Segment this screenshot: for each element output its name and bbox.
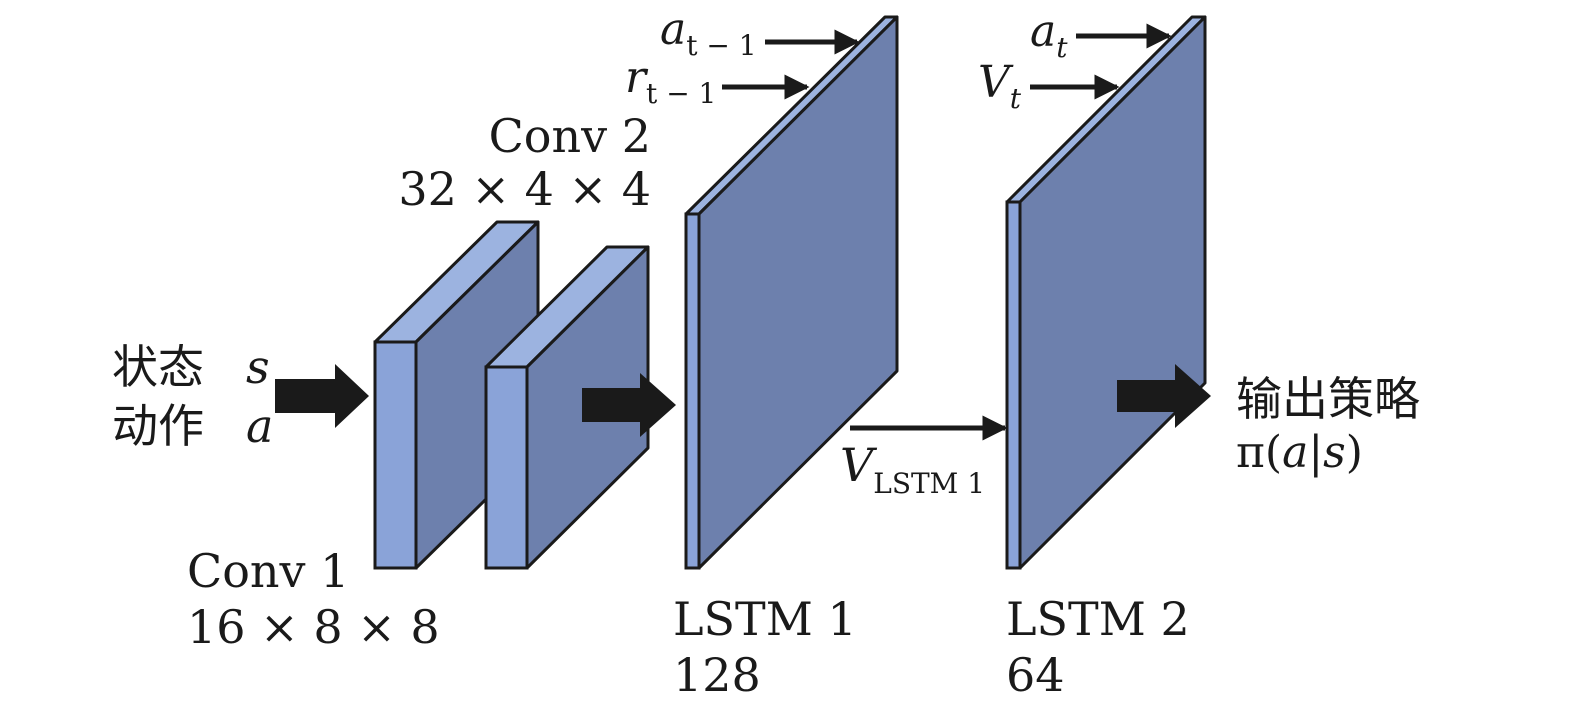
lstm2-size: 64 bbox=[1006, 648, 1065, 702]
a-t-label: at bbox=[1030, 6, 1068, 64]
input-state-symbol: s bbox=[246, 340, 270, 394]
conv-to-lstm-arrow-icon bbox=[582, 373, 676, 437]
input-state-label: 状态 bbox=[112, 340, 204, 394]
output-policy-formula: π(a|s) bbox=[1236, 427, 1363, 478]
lstm2-name: LSTM 2 bbox=[1006, 592, 1190, 646]
input-arrow-icon bbox=[275, 364, 369, 428]
lstm1-name: LSTM 1 bbox=[673, 592, 857, 646]
conv2-name: Conv 2 bbox=[489, 109, 651, 163]
input-action-label: 动作 bbox=[112, 399, 204, 453]
output-arrow-icon bbox=[1117, 364, 1211, 428]
a-prev-label: at − 1 bbox=[660, 4, 757, 62]
input-action-symbol: a bbox=[246, 399, 273, 453]
conv1-name: Conv 1 bbox=[187, 544, 349, 598]
conv1-block bbox=[373, 220, 540, 570]
conv1-dims: 16 × 8 × 8 bbox=[187, 600, 440, 654]
output-policy-label: 输出策略 bbox=[1236, 372, 1420, 426]
r-prev-label: rt − 1 bbox=[625, 52, 716, 110]
lstm1-block bbox=[684, 15, 899, 570]
lstm-link-label: VLSTM 1 bbox=[840, 438, 985, 500]
lstm1-size: 128 bbox=[673, 648, 761, 702]
v-t-label: Vt bbox=[978, 57, 1022, 115]
conv2-dims: 32 × 4 × 4 bbox=[398, 162, 651, 216]
lstm2-block bbox=[1005, 15, 1207, 570]
